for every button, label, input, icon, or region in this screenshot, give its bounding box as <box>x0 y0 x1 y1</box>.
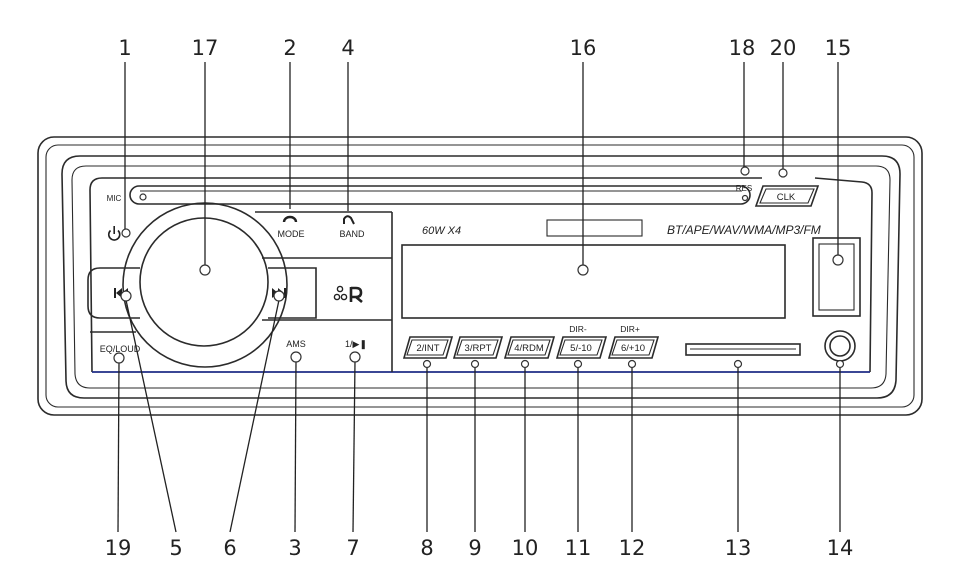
callout-number: 17 <box>192 36 219 60</box>
usb-port-inner <box>818 243 855 311</box>
clk-button <box>754 185 820 207</box>
housing-inner-edge <box>45 144 915 408</box>
outer-housing <box>37 136 923 416</box>
callout-number: 2 <box>283 36 296 60</box>
preset-button-label: 3/RPT <box>465 343 492 354</box>
callout-number: 20 <box>770 36 797 60</box>
callout-number: 10 <box>512 536 539 560</box>
eq-loud-label: EQ/LOUD <box>100 344 141 354</box>
power-rating: 60W X4 <box>422 225 461 237</box>
dir-minus-label: DIR- <box>569 324 587 334</box>
band-label: BAND <box>339 229 365 239</box>
callout-number: 7 <box>346 536 359 560</box>
leader-markers <box>113 166 845 369</box>
preset-button-label: 4/RDM <box>514 343 544 354</box>
mode-label: MODE <box>278 229 305 239</box>
faceplate-inner-edge <box>71 165 891 389</box>
aux-jack-inner <box>829 335 851 357</box>
preset-button-label: 5/-10 <box>570 343 592 354</box>
clk-button-edge <box>759 188 815 204</box>
faceplate <box>61 155 901 399</box>
headphone-icon <box>282 215 298 223</box>
next-button <box>268 267 317 319</box>
callout-number: 1 <box>118 36 131 60</box>
preset-button-4: 4/RDM <box>503 336 556 359</box>
callout-number: 14 <box>827 536 854 560</box>
reset-hole <box>741 194 749 202</box>
antenna-icon <box>343 215 355 225</box>
callout-number: 18 <box>729 36 756 60</box>
preset-button-2: 2/INT <box>402 336 454 359</box>
preset-button-5: 5/-10 <box>555 336 608 359</box>
callout-number: 5 <box>169 536 182 560</box>
callout-number: 12 <box>619 536 646 560</box>
usb-port <box>812 237 861 317</box>
leader-lines-top <box>124 62 839 265</box>
callout-number: 19 <box>105 536 132 560</box>
callout-number: 4 <box>341 36 354 60</box>
play-pause-label: 1/▶❚ <box>345 339 367 350</box>
callout-number: 15 <box>825 36 852 60</box>
preset-button-label: 6/+10 <box>621 343 645 354</box>
leader-lines-bottom <box>117 299 841 533</box>
callout-number: 6 <box>223 536 236 560</box>
ams-label: AMS <box>286 339 306 349</box>
display-indicator <box>546 219 643 237</box>
res-label: RES <box>736 184 752 193</box>
display-window <box>401 244 786 319</box>
mic-label: MIC <box>107 194 122 203</box>
dir-plus-label: DIR+ <box>620 324 640 334</box>
callout-number: 9 <box>468 536 481 560</box>
callout-number: 8 <box>420 536 433 560</box>
power-icon <box>108 226 121 241</box>
callout-number: 16 <box>570 36 597 60</box>
card-slot <box>685 343 801 356</box>
callout-number: 13 <box>725 536 752 560</box>
callout-number: 11 <box>565 536 592 560</box>
preset-button-label: 2/INT <box>416 343 439 354</box>
supported-formats: BT/APE/WAV/WMA/MP3/FM <box>667 223 821 237</box>
mic-hole <box>139 193 147 201</box>
volume-knob <box>139 217 269 347</box>
ir-sensor-icon <box>333 285 363 303</box>
preset-button-3: 3/RPT <box>452 336 504 359</box>
callout-number: 3 <box>288 536 301 560</box>
disc-slot <box>129 185 751 205</box>
preset-button-6: 6/+10 <box>607 336 660 359</box>
face-panel <box>89 177 873 373</box>
previous-button <box>87 267 140 319</box>
clk-label: CLK <box>777 192 796 203</box>
